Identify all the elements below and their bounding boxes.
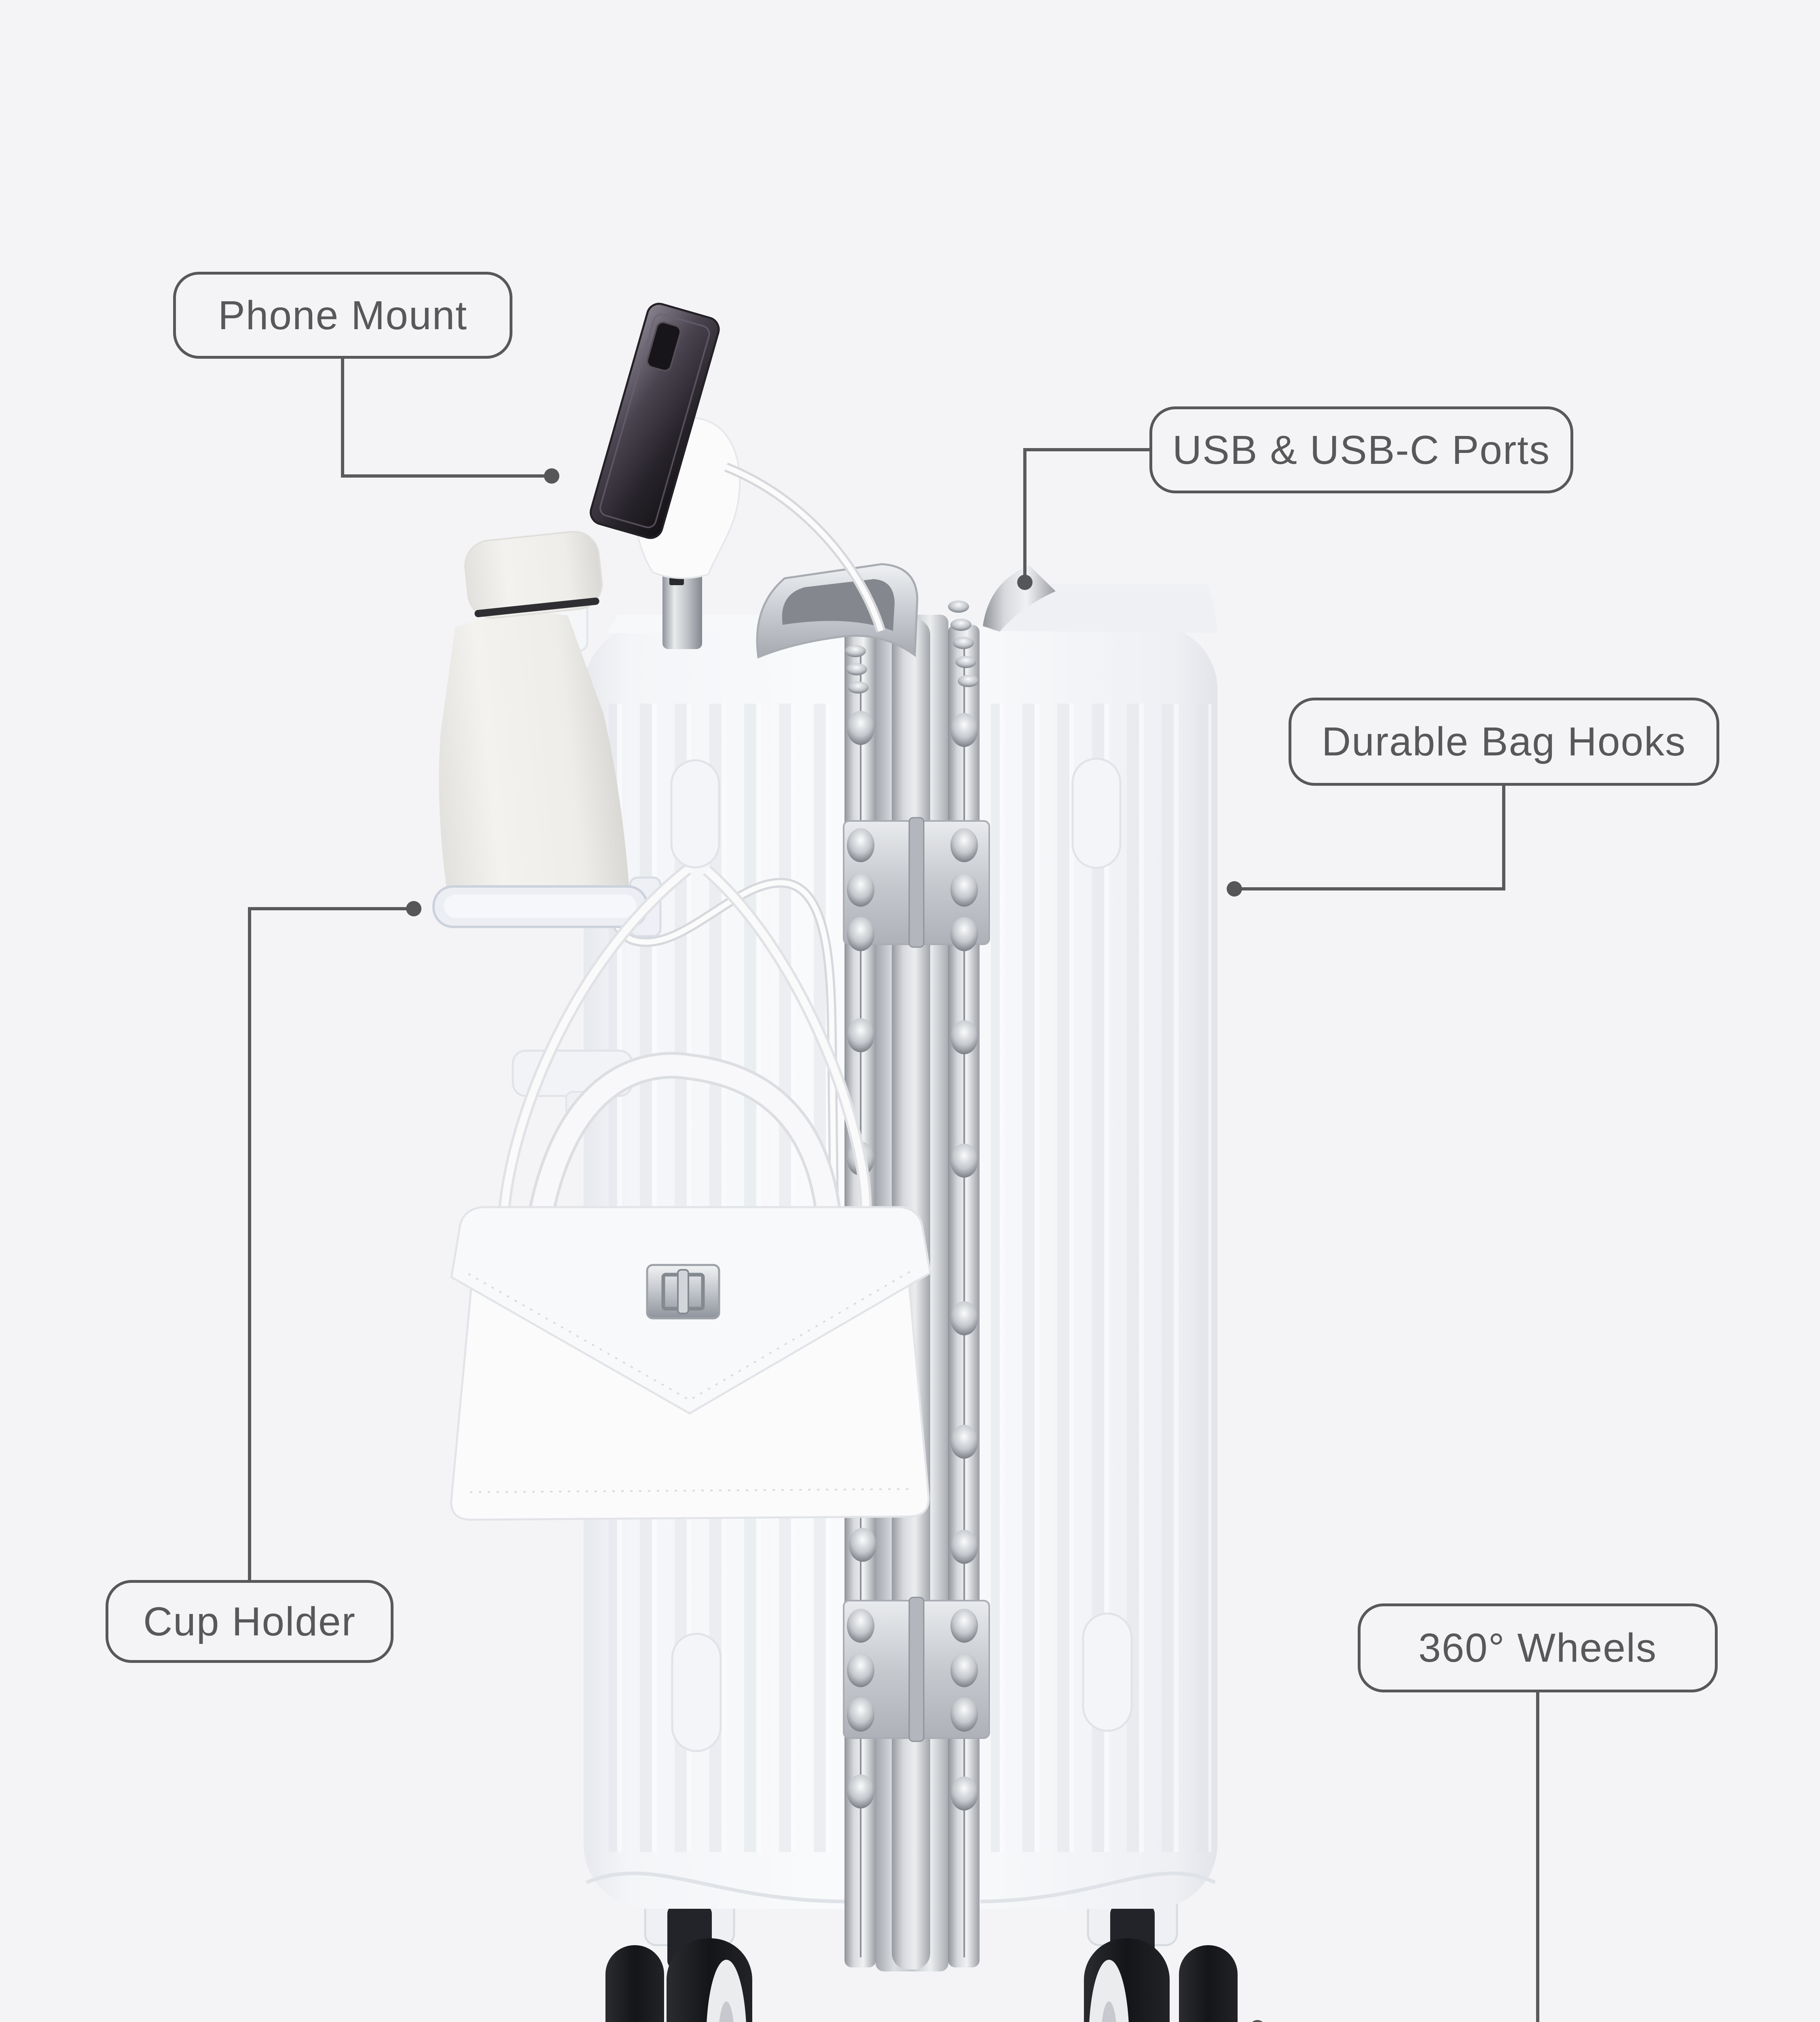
callout-connectors — [248, 359, 1539, 2022]
callout-phone-mount-label: Phone Mount — [218, 292, 468, 338]
connector-usb-ports — [1017, 448, 1149, 590]
callout-bag-hooks-label: Durable Bag Hooks — [1321, 719, 1687, 764]
rear-wheel — [1084, 1891, 1238, 2022]
handbag — [450, 865, 931, 1521]
connector-wheels — [1252, 1692, 1539, 2022]
callout-phone-mount: Phone Mount — [173, 272, 512, 359]
callout-usb-ports-label: USB & USB-C Ports — [1172, 427, 1551, 473]
connector-phone-mount — [341, 359, 559, 484]
aluminum-frame — [843, 565, 1056, 1971]
callout-cup-holder: Cup Holder — [106, 1580, 394, 1663]
connector-cup-holder — [248, 901, 421, 1580]
usb-c-port-icon — [669, 577, 684, 585]
phone — [590, 302, 720, 539]
connector-bag-hooks — [1227, 786, 1505, 897]
callout-usb-ports: USB & USB-C Ports — [1149, 406, 1573, 493]
callout-wheels: 360° Wheels — [1358, 1603, 1718, 1692]
bag-hook-covers — [670, 757, 1133, 1752]
callout-wheels-label: 360° Wheels — [1418, 1625, 1657, 1671]
handbag-lock — [646, 1264, 720, 1320]
front-wheel — [605, 1891, 752, 2022]
callout-bag-hooks: Durable Bag Hooks — [1289, 698, 1719, 786]
callout-cup-holder-label: Cup Holder — [143, 1599, 356, 1644]
phone-camera-icon — [646, 321, 681, 372]
water-bottle — [439, 531, 631, 925]
